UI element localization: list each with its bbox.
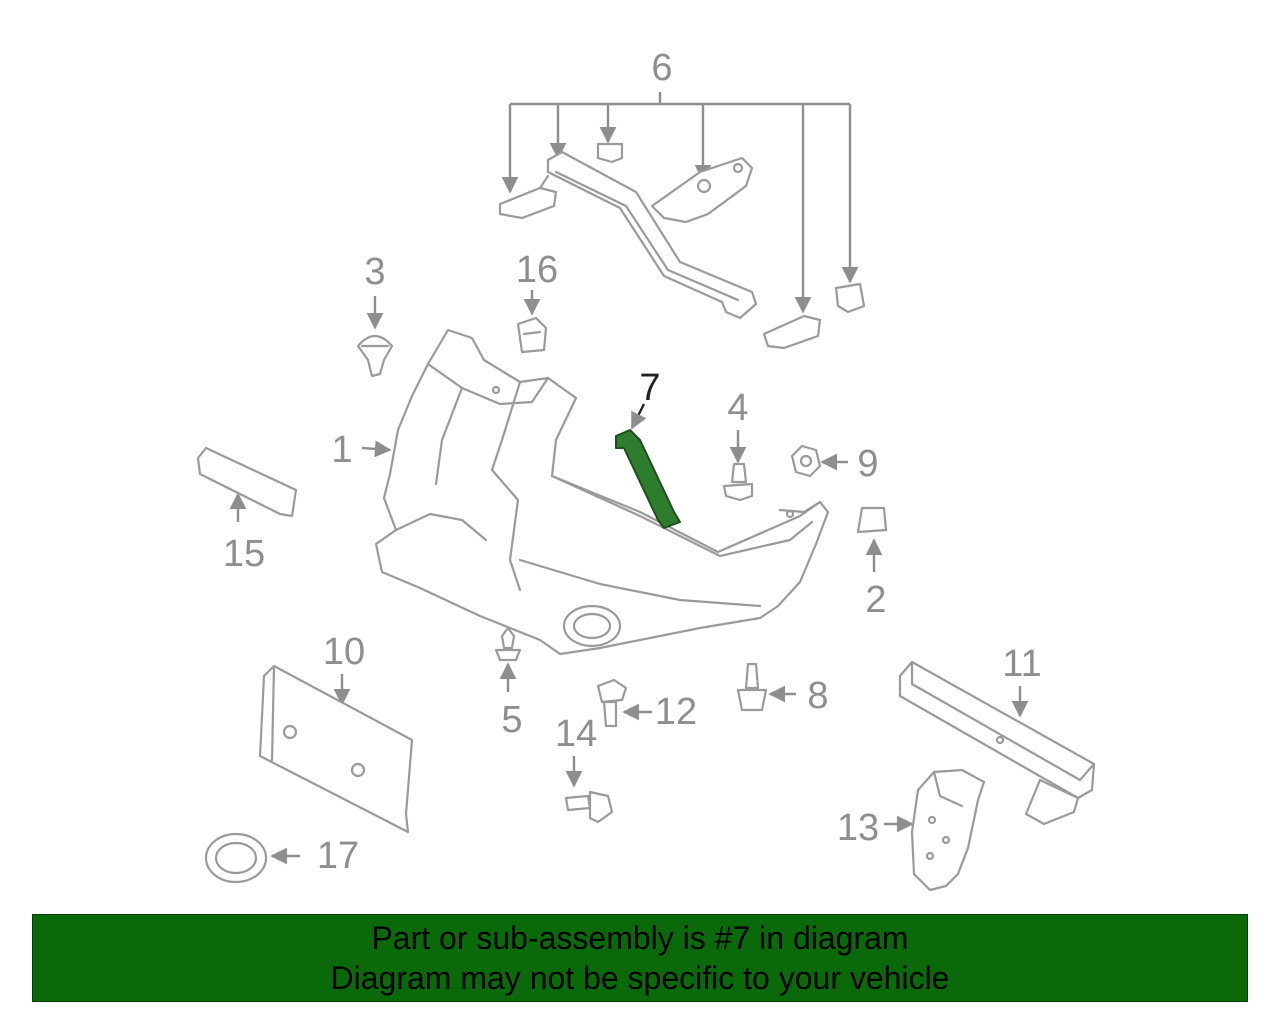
part-6-frame-assembly: 6 <box>498 47 866 350</box>
callout-10: 10 <box>323 631 365 673</box>
callout-4: 4 <box>727 387 748 429</box>
part-1-bumper-cover: 1 <box>331 328 830 656</box>
part-14-bolt: 14 <box>555 713 614 824</box>
banner-part-note: Part or sub-assembly is #7 in diagram <box>371 920 909 956</box>
part-8-bolt: 8 <box>736 662 829 717</box>
part-10-plate-bracket: 10 <box>258 631 414 834</box>
part-15-molding: 15 <box>196 446 298 575</box>
callout-15: 15 <box>223 533 265 575</box>
part-7-bracket-highlighted: 7 <box>615 367 681 529</box>
callout-1: 1 <box>331 429 352 471</box>
part-2-nut: 2 <box>856 506 888 621</box>
callout-8: 8 <box>807 675 828 717</box>
callout-12: 12 <box>655 691 697 733</box>
callout-2: 2 <box>865 579 886 621</box>
callout-11: 11 <box>1002 643 1041 685</box>
callout-14: 14 <box>555 713 597 755</box>
disclaimer-banner: Part or sub-assembly is #7 in diagram Di… <box>32 914 1248 1002</box>
banner-vehicle-note: Diagram may not be specific to your vehi… <box>330 960 950 996</box>
part-11-reinforcement: 11 <box>898 643 1096 826</box>
callout-9: 9 <box>857 443 878 485</box>
callout-3: 3 <box>364 251 385 293</box>
part-12-bolt: 12 <box>596 678 697 733</box>
callout-7: 7 <box>639 367 660 409</box>
part-16-clip: 16 <box>516 249 558 354</box>
part-4-bolt: 4 <box>722 387 754 502</box>
callout-13: 13 <box>837 807 879 849</box>
callout-6: 6 <box>651 47 672 89</box>
part-17-ring: 17 <box>204 832 359 884</box>
callout-16: 16 <box>516 249 558 291</box>
part-5-clip: 5 <box>494 626 523 741</box>
part-13-bracket: 13 <box>837 768 986 892</box>
part-9-nut: 9 <box>790 443 879 485</box>
callout-17: 17 <box>317 835 359 877</box>
part-3-push-clip: 3 <box>356 251 394 378</box>
callout-5: 5 <box>501 699 522 741</box>
